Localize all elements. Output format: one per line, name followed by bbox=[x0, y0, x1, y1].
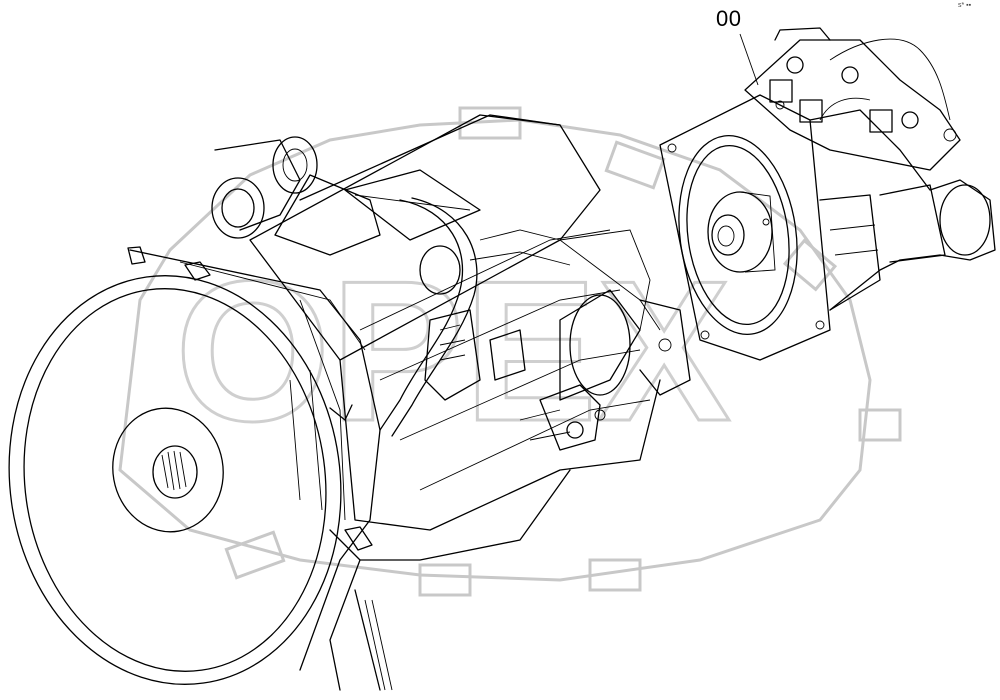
hydraulic-pump-assembly bbox=[659, 27, 996, 361]
watermark-text: OPEX bbox=[175, 240, 731, 463]
engine-block bbox=[249, 114, 661, 531]
watermark-logo: OPEX bbox=[118, 106, 902, 597]
engine-assembly bbox=[8, 114, 691, 691]
pump-flange bbox=[659, 94, 831, 361]
corner-mark: s* ▪▪ bbox=[958, 2, 972, 9]
pump-body bbox=[809, 109, 996, 311]
turbocharger bbox=[211, 136, 318, 239]
pump-regulator bbox=[744, 27, 961, 171]
engine-piping bbox=[379, 197, 661, 437]
part-number-callout: 00 bbox=[716, 6, 742, 31]
oil-pan bbox=[329, 469, 571, 691]
callout-leader-line bbox=[739, 33, 759, 86]
pump-coupling bbox=[707, 191, 776, 273]
flywheel-hub bbox=[112, 407, 224, 533]
injection-pump bbox=[519, 384, 606, 451]
starter-motor bbox=[559, 229, 691, 401]
